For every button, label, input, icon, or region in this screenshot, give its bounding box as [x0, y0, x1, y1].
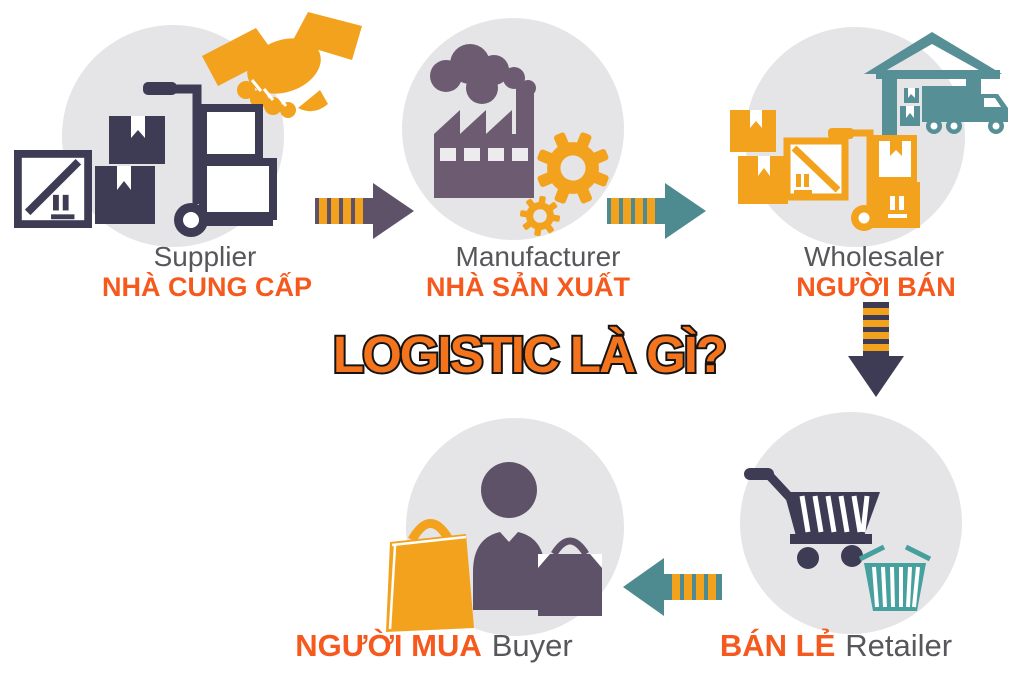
buyer-person-icon — [473, 462, 545, 610]
warehouse-truck-icon — [864, 32, 1008, 138]
supplier-label-en: Supplier — [153, 241, 257, 272]
buyer-label-vi: NGƯỜI MUA — [295, 628, 482, 663]
wholesaler-crate-icon — [783, 137, 849, 201]
gear-large-icon — [537, 132, 609, 204]
wholesaler-label-en: Wholesaler — [803, 241, 945, 272]
shopping-basket-icon — [858, 544, 932, 611]
supplier-crate-icon — [14, 150, 92, 228]
handshake-icon — [202, 12, 362, 118]
arrow-manufacturer-to-wholesaler — [607, 183, 706, 239]
manufacturer-label-vi: NHÀ SẢN XUẤT — [425, 272, 631, 302]
supplier-label-vi: NHÀ CUNG CẤP — [101, 272, 313, 302]
buyer-label: NGƯỜI MUA Buyer — [295, 628, 572, 664]
handtruck-icon — [143, 82, 277, 237]
wholesaler-label-vi: NGƯỜI BÁN — [796, 272, 956, 302]
retailer-label: BÁN LẺ Retailer — [720, 628, 952, 664]
arrow-retailer-to-buyer — [623, 558, 722, 616]
page-title: LOGISTIC LÀ GÌ? — [331, 324, 729, 385]
forklift-icon — [828, 128, 920, 231]
retailer-label-en: Retailer — [845, 628, 953, 663]
gear-small-icon — [519, 195, 561, 237]
purple-shopping-bag-icon — [538, 537, 602, 616]
arrow-wholesaler-to-retailer — [848, 302, 904, 397]
supplier-boxes-icon — [95, 116, 165, 224]
manufacturer-label-en: Manufacturer — [455, 241, 621, 272]
manufacturer-circle — [402, 18, 624, 240]
wholesaler-boxes-icon — [730, 110, 788, 204]
orange-shopping-bag-icon — [386, 519, 474, 632]
factory-icon — [430, 44, 536, 198]
buyer-label-en: Buyer — [491, 628, 573, 663]
arrow-supplier-to-manufacturer — [315, 183, 414, 239]
shopping-cart-icon — [744, 468, 880, 569]
retailer-label-vi: BÁN LẺ — [719, 628, 836, 663]
